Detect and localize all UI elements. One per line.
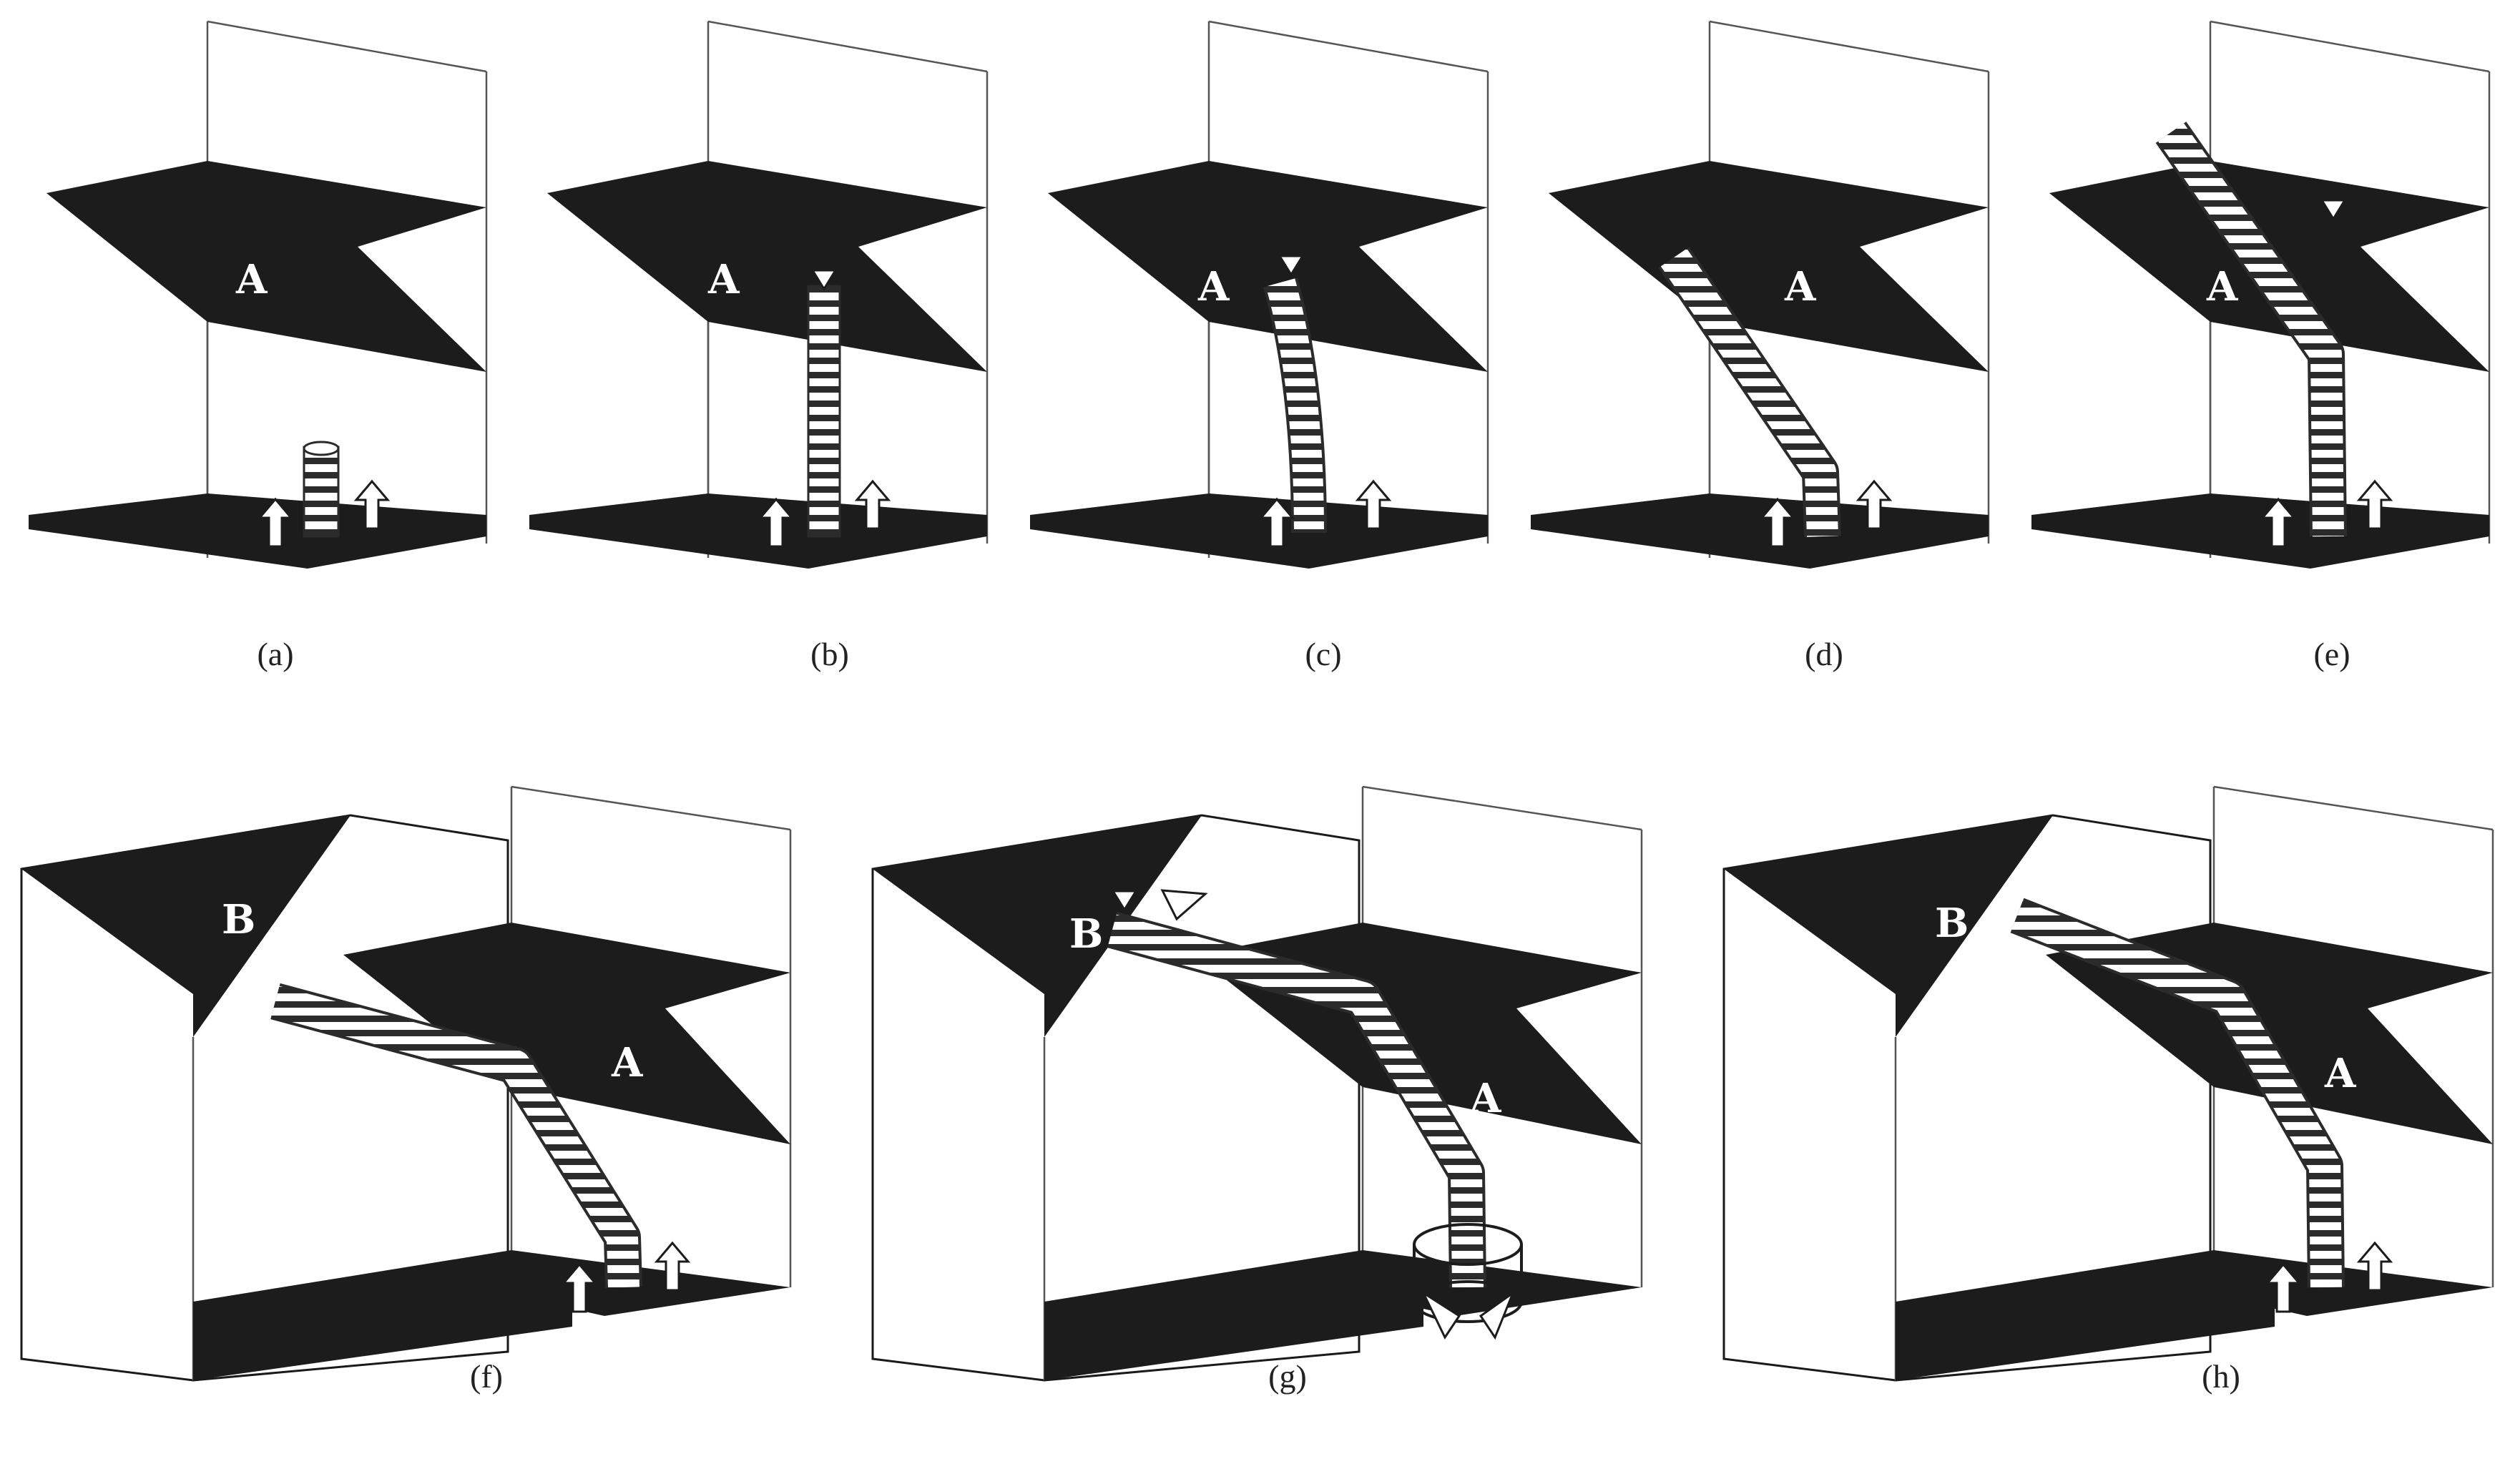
floor-plane	[1531, 493, 1989, 569]
floor-plane	[2031, 493, 2489, 569]
plane-b	[21, 815, 350, 1037]
panel-f-letter-b: B	[222, 896, 255, 943]
panel-g-letter-b: B	[1069, 910, 1103, 958]
panel-h-letter-a: A	[2324, 1050, 2357, 1097]
plane-a	[1048, 161, 1488, 372]
panel-c: A (c)	[1030, 20, 1489, 672]
plane-a	[547, 161, 987, 372]
floor-plane	[1030, 493, 1488, 569]
plane-b	[873, 815, 1202, 1037]
panel-f-caption: (f)	[470, 1358, 503, 1395]
panel-c-caption: (c)	[1305, 636, 1341, 672]
plane-a	[343, 923, 790, 1144]
coil-segment	[303, 446, 340, 538]
floor-plane	[29, 493, 486, 569]
panel-g-caption: (g)	[1268, 1358, 1307, 1395]
panel-g: B A (g)	[871, 785, 1643, 1395]
outline-triangle-icon	[1160, 889, 1208, 921]
plane-b	[1724, 815, 2053, 1037]
panel-f: B A (f)	[20, 785, 792, 1395]
panel-d-caption: (d)	[1805, 636, 1843, 672]
panel-e-caption: (e)	[2313, 636, 2350, 672]
panel-g-letter-a: A	[1469, 1075, 1502, 1122]
panel-a: A (a)	[29, 20, 488, 672]
floor-plane	[529, 493, 987, 569]
panel-e: A (e)	[2031, 20, 2491, 672]
panel-f-letter-a: A	[611, 1039, 644, 1086]
plane-a	[1549, 161, 1989, 372]
plane-a	[46, 161, 486, 372]
panel-a-letter: A	[235, 256, 268, 303]
panel-c-letter: A	[1197, 263, 1230, 310]
rotation-arrow-icon	[1479, 1289, 1516, 1340]
rotation-arrow-icon	[1421, 1289, 1461, 1340]
panel-a-caption: (a)	[257, 636, 293, 672]
panel-h-caption: (h)	[2202, 1358, 2240, 1395]
panel-d: A (d)	[1531, 20, 1990, 672]
panel-b-letter: A	[707, 256, 740, 303]
panel-h-letter-b: B	[1935, 900, 1969, 947]
panel-b-caption: (b)	[810, 636, 849, 672]
panel-e-letter: A	[2206, 263, 2239, 310]
panel-h: B A (h)	[1722, 785, 2494, 1395]
coil-segment	[807, 285, 841, 538]
panel-d-letter: A	[1784, 263, 1817, 310]
panel-b: A (b)	[529, 20, 989, 672]
